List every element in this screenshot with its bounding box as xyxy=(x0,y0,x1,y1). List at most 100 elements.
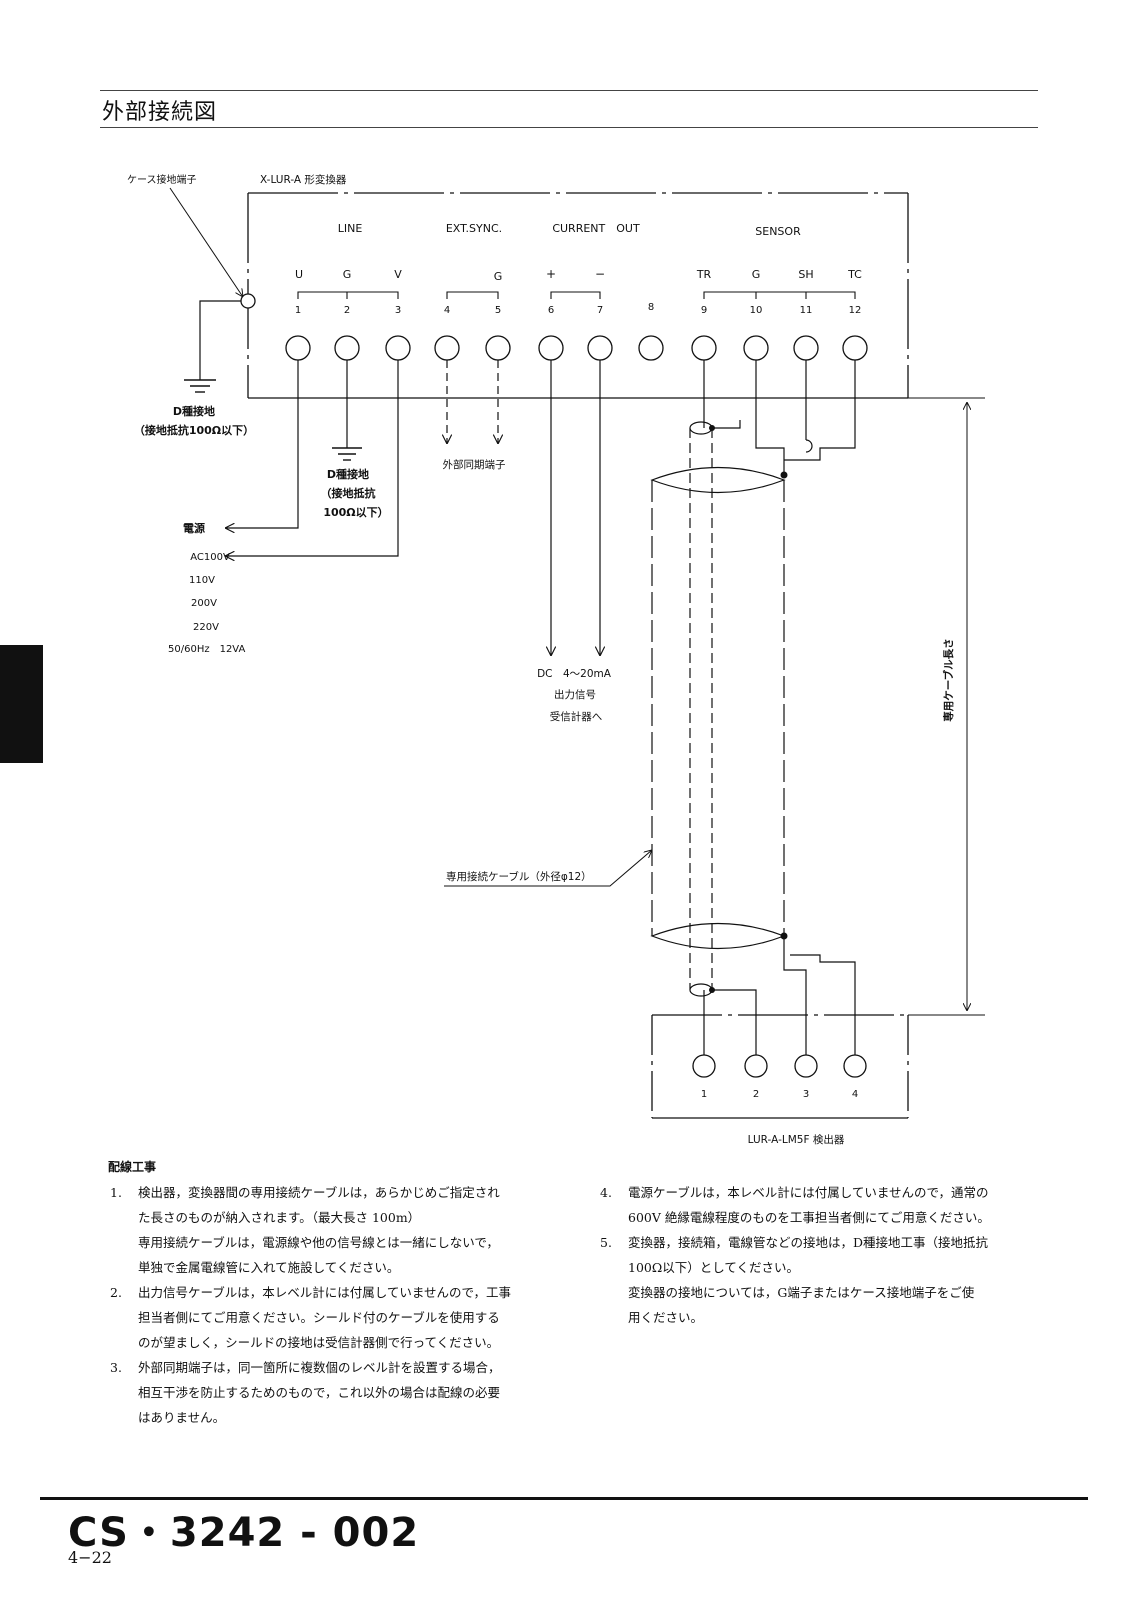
detector-terminal-4 xyxy=(843,1054,867,1078)
diagram-stroke xyxy=(550,291,601,299)
diagram-stroke xyxy=(703,291,856,299)
case-ground-terminal xyxy=(240,293,256,309)
terminal-letter-u: U xyxy=(295,268,303,281)
diagram-stroke xyxy=(689,983,713,997)
terminal-7 xyxy=(587,335,613,361)
detector-label: LUR-A-LM5F 検出器 xyxy=(748,1133,845,1146)
group-label-ext-sync: EXT.SYNC. xyxy=(446,222,502,235)
detector-number-2: 2 xyxy=(753,1089,759,1100)
diagram-stroke xyxy=(780,471,788,479)
diagram-stroke xyxy=(225,360,399,556)
detector-terminal-3 xyxy=(794,1054,818,1078)
terminal-number-8: 8 xyxy=(648,302,654,313)
terminal-3 xyxy=(385,335,411,361)
cable-length-label: 専用ケーブル長さ xyxy=(942,638,955,721)
note-2-number: 2. xyxy=(110,1285,122,1300)
ground1-title: D種接地 xyxy=(173,404,215,418)
note-1-number: 1. xyxy=(110,1185,122,1200)
note-5: 5. 変換器，接続箱，電線管などの接地は，D種接地工事（接地抵抗 100Ω以下）… xyxy=(600,1230,1070,1330)
ground1-note: （接地抵抗100Ω以下） xyxy=(134,423,254,437)
diagram-stroke xyxy=(805,439,813,453)
diagram-stroke xyxy=(780,932,788,940)
diagram-stroke xyxy=(755,360,785,475)
detector-box xyxy=(651,1014,909,1119)
ground2-line-3: 100Ω以下） xyxy=(323,506,388,519)
converter-terminals xyxy=(285,335,868,361)
dedicated-cable xyxy=(650,360,856,1055)
terminal-number-10: 10 xyxy=(750,305,763,316)
ground2-line-2: （接地抵抗 xyxy=(321,486,376,500)
terminal-6 xyxy=(538,335,564,361)
terminal-number-9: 9 xyxy=(701,305,707,316)
ground-symbol-1 xyxy=(184,379,216,393)
terminal-4 xyxy=(434,335,460,361)
diagram-stroke xyxy=(199,300,241,380)
detector-number-4: 4 xyxy=(852,1089,858,1100)
detector-terminal-1 xyxy=(692,1054,716,1078)
terminal-letter-v: V xyxy=(394,268,402,281)
terminal-8 xyxy=(638,335,664,361)
note-4-text: 電源ケーブルは，本レベル計には付属していませんので，通常の 600V 絶縁電線程… xyxy=(628,1185,990,1225)
diagram-stroke xyxy=(790,954,856,1055)
diagram-stroke xyxy=(225,360,299,528)
detector-number-3: 3 xyxy=(803,1089,809,1100)
output-line-3: 受信計器へ xyxy=(550,710,603,723)
power-spec-2: 110V xyxy=(189,575,215,586)
diagram-stroke xyxy=(709,425,715,431)
group-label-sensor: SENSOR xyxy=(755,225,801,238)
page-number: 4−22 xyxy=(68,1548,112,1567)
converter-label: X-LUR-A 形変換器 xyxy=(260,173,347,186)
diagram-stroke xyxy=(783,936,807,1055)
terminal-number-6: 6 xyxy=(548,305,554,316)
note-2: 2. 出力信号ケーブルは，本レベル計には付属していませんので，工事 担当者側にて… xyxy=(110,1280,580,1355)
notes-heading: 配線工事 xyxy=(108,1160,157,1174)
terminal-letter-tc: TC xyxy=(847,268,862,281)
terminal-number-4: 4 xyxy=(444,305,450,316)
detector-terminal-2 xyxy=(744,1054,768,1078)
note-3: 3. 外部同期端子は，同一箇所に複数個のレベル計を設置する場合， 相互干渉を防止… xyxy=(110,1355,580,1430)
document-code: CS・3242 - 002 xyxy=(68,1510,420,1556)
terminal-5 xyxy=(485,335,511,361)
terminal-letter-minus: − xyxy=(595,267,605,281)
power-spec-5: 50/60Hz 12VA xyxy=(168,644,246,655)
terminal-number-11: 11 xyxy=(800,305,813,316)
case-ground-label: ケース接地端子 xyxy=(127,173,197,186)
diagram-stroke xyxy=(709,987,715,993)
terminal-letter-sh: SH xyxy=(798,268,813,281)
diagram-stroke xyxy=(712,420,741,429)
diagram-stroke xyxy=(784,360,856,461)
terminal-number-12: 12 xyxy=(849,305,862,316)
diagram-stroke xyxy=(689,421,713,435)
terminal-10 xyxy=(743,335,769,361)
power-spec-3: 200V xyxy=(191,598,217,609)
note-1-text: 検出器，変換器間の専用接続ケーブルは，あらかじめご指定され た長さのものが納入さ… xyxy=(138,1185,500,1275)
terminal-11 xyxy=(793,335,819,361)
title-rule-bottom xyxy=(100,127,1038,128)
title-rule-top xyxy=(100,90,1038,91)
group-brackets xyxy=(297,291,856,299)
terminal-number-2: 2 xyxy=(344,305,350,316)
note-3-text: 外部同期端子は，同一箇所に複数個のレベル計を設置する場合， 相互干渉を防止するた… xyxy=(138,1360,501,1425)
note-4: 4. 電源ケーブルは，本レベル計には付属していませんので，通常の 600V 絶縁… xyxy=(600,1180,1070,1230)
diagram-stroke xyxy=(297,291,399,299)
note-5-number: 5. xyxy=(600,1235,612,1250)
power-spec-1: AC100V xyxy=(190,552,230,563)
diagram-stroke xyxy=(712,989,757,1055)
terminal-letter-g-sensor: G xyxy=(752,268,761,281)
note-5-text: 変換器，接続箱，電線管などの接地は，D種接地工事（接地抵抗 100Ω以下）として… xyxy=(628,1235,989,1325)
output-line-1: DC 4～20mA xyxy=(537,668,612,680)
terminal-2 xyxy=(334,335,360,361)
cable-label: 専用接続ケーブル（外径φ12） xyxy=(446,870,592,883)
detector-terminals xyxy=(692,1054,867,1078)
terminal-12 xyxy=(842,335,868,361)
output-line-2: 出力信号 xyxy=(554,688,596,701)
diagram-stroke xyxy=(650,922,786,950)
diagram-stroke xyxy=(446,291,499,299)
diagram-stroke xyxy=(650,466,786,494)
note-3-number: 3. xyxy=(110,1360,122,1375)
page-title: 外部接続図 xyxy=(102,100,218,125)
terminal-letter-plus: + xyxy=(546,267,556,281)
group-label-line: LINE xyxy=(338,222,363,235)
power-spec-4: 220V xyxy=(193,622,219,633)
detector-number-1: 1 xyxy=(701,1089,707,1100)
